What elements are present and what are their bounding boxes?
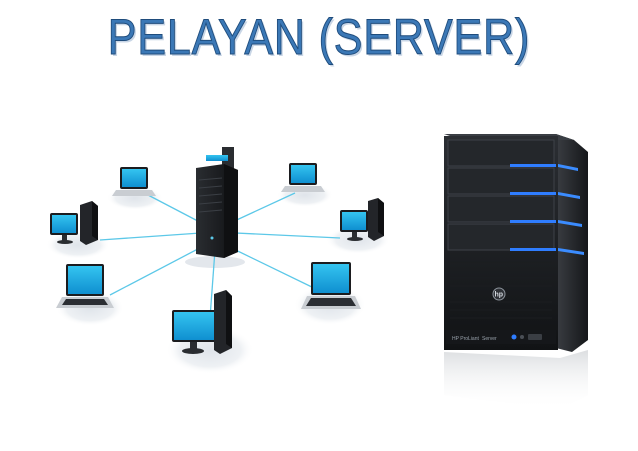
desktop-computer-icon	[50, 201, 98, 245]
desktop-computer-icon	[172, 290, 232, 354]
server-model-suffix: Server	[482, 336, 497, 342]
front-grille	[450, 261, 552, 319]
network-diagram	[46, 147, 390, 374]
power-button-icon	[511, 334, 542, 340]
link-line	[209, 249, 216, 319]
hub-shadow	[185, 256, 245, 268]
desktop-computer-icon	[340, 198, 384, 241]
drive-bays	[447, 139, 555, 251]
blue-led-strips	[510, 164, 584, 255]
server-model-label: HP ProLiant	[452, 336, 479, 342]
hp-logo-icon: hp	[492, 287, 506, 301]
floor-reflection	[444, 350, 588, 410]
link-line	[99, 231, 216, 241]
laptop-icon	[281, 163, 325, 192]
client-shadow	[46, 231, 110, 259]
slide-title: PELAYAN (SERVER)	[107, 9, 531, 66]
laptop-icon	[301, 262, 361, 309]
tower-server-icon	[196, 164, 238, 258]
big-server-tower: hp HP ProLiant Server	[444, 134, 588, 410]
laptop-icon	[56, 264, 114, 308]
laptop-icon	[112, 167, 156, 196]
svg-text:hp: hp	[495, 292, 504, 299]
